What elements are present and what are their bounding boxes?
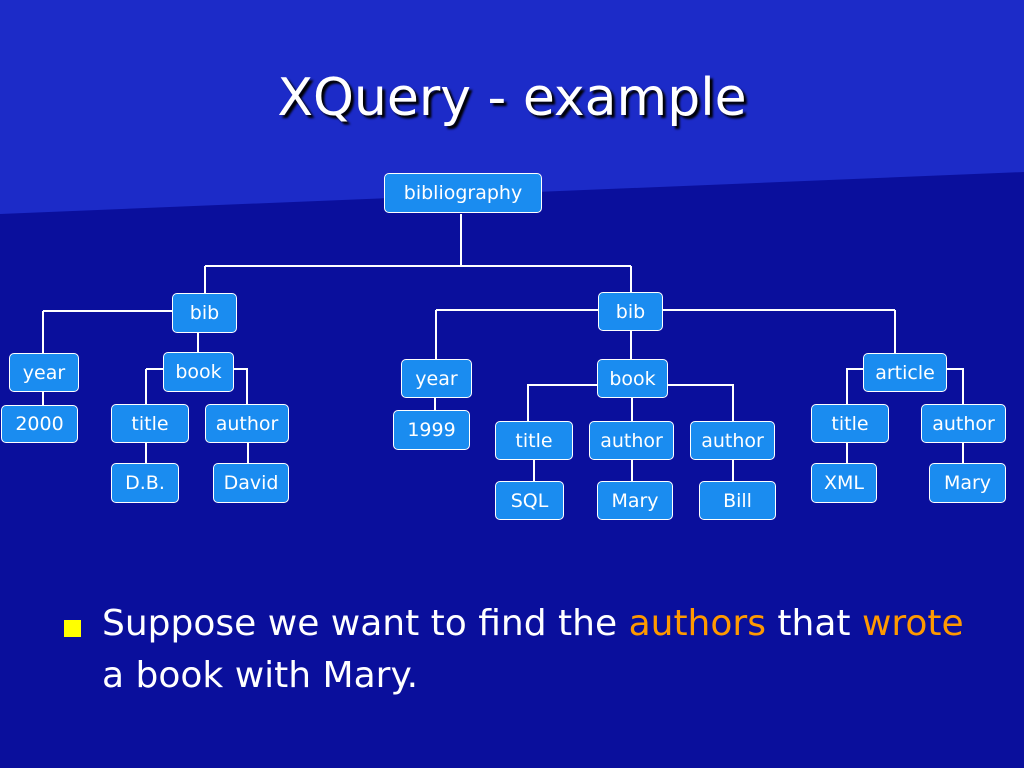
node-article: article (863, 353, 947, 392)
node-author-2a-value: Mary (597, 481, 673, 520)
bullet-text-part-3: a book with Mary. (102, 655, 419, 696)
node-year-2: year (401, 359, 472, 398)
background-top-band (0, 0, 1024, 214)
node-article-author-value: Mary (929, 463, 1006, 503)
connector-book2-right (667, 384, 734, 421)
bullet-square-icon (64, 620, 81, 637)
connector-article-left (846, 368, 863, 404)
connector-article-right (947, 368, 964, 404)
bullet-text: Suppose we want to find the authors that… (102, 598, 984, 702)
node-bibliography: bibliography (384, 173, 542, 213)
node-year-2-value: 1999 (393, 410, 470, 450)
node-book-1: book (163, 352, 234, 392)
node-author-2b: author (690, 421, 775, 460)
node-article-title-value: XML (811, 463, 877, 503)
node-year-1-value: 2000 (1, 405, 78, 443)
node-year-1: year (9, 353, 79, 392)
bullet-highlight-wrote: wrote (861, 603, 964, 644)
connector-book2-left (527, 384, 597, 421)
node-book-2: book (597, 359, 668, 398)
node-title-2-value: SQL (495, 481, 564, 520)
node-author-2a: author (589, 421, 674, 460)
node-article-author: author (921, 404, 1006, 443)
node-article-title: title (811, 404, 889, 443)
node-bib-2: bib (598, 292, 663, 331)
node-bib-1: bib (172, 293, 237, 333)
node-author-1-value: David (213, 463, 289, 503)
node-author-1: author (205, 404, 289, 443)
node-title-1-value: D.B. (111, 463, 179, 503)
bullet-text-part-1: Suppose we want to find the (102, 603, 629, 644)
slide-title: XQuery - example (277, 68, 747, 128)
bullet-highlight-authors: authors (628, 603, 766, 644)
node-title-1: title (111, 404, 189, 443)
node-title-2: title (495, 421, 573, 460)
bullet-text-part-2: that (765, 603, 862, 644)
connector-book1-right (234, 368, 248, 405)
node-author-2b-value: Bill (699, 481, 776, 520)
bullet-item: Suppose we want to find the authors that… (64, 598, 984, 702)
